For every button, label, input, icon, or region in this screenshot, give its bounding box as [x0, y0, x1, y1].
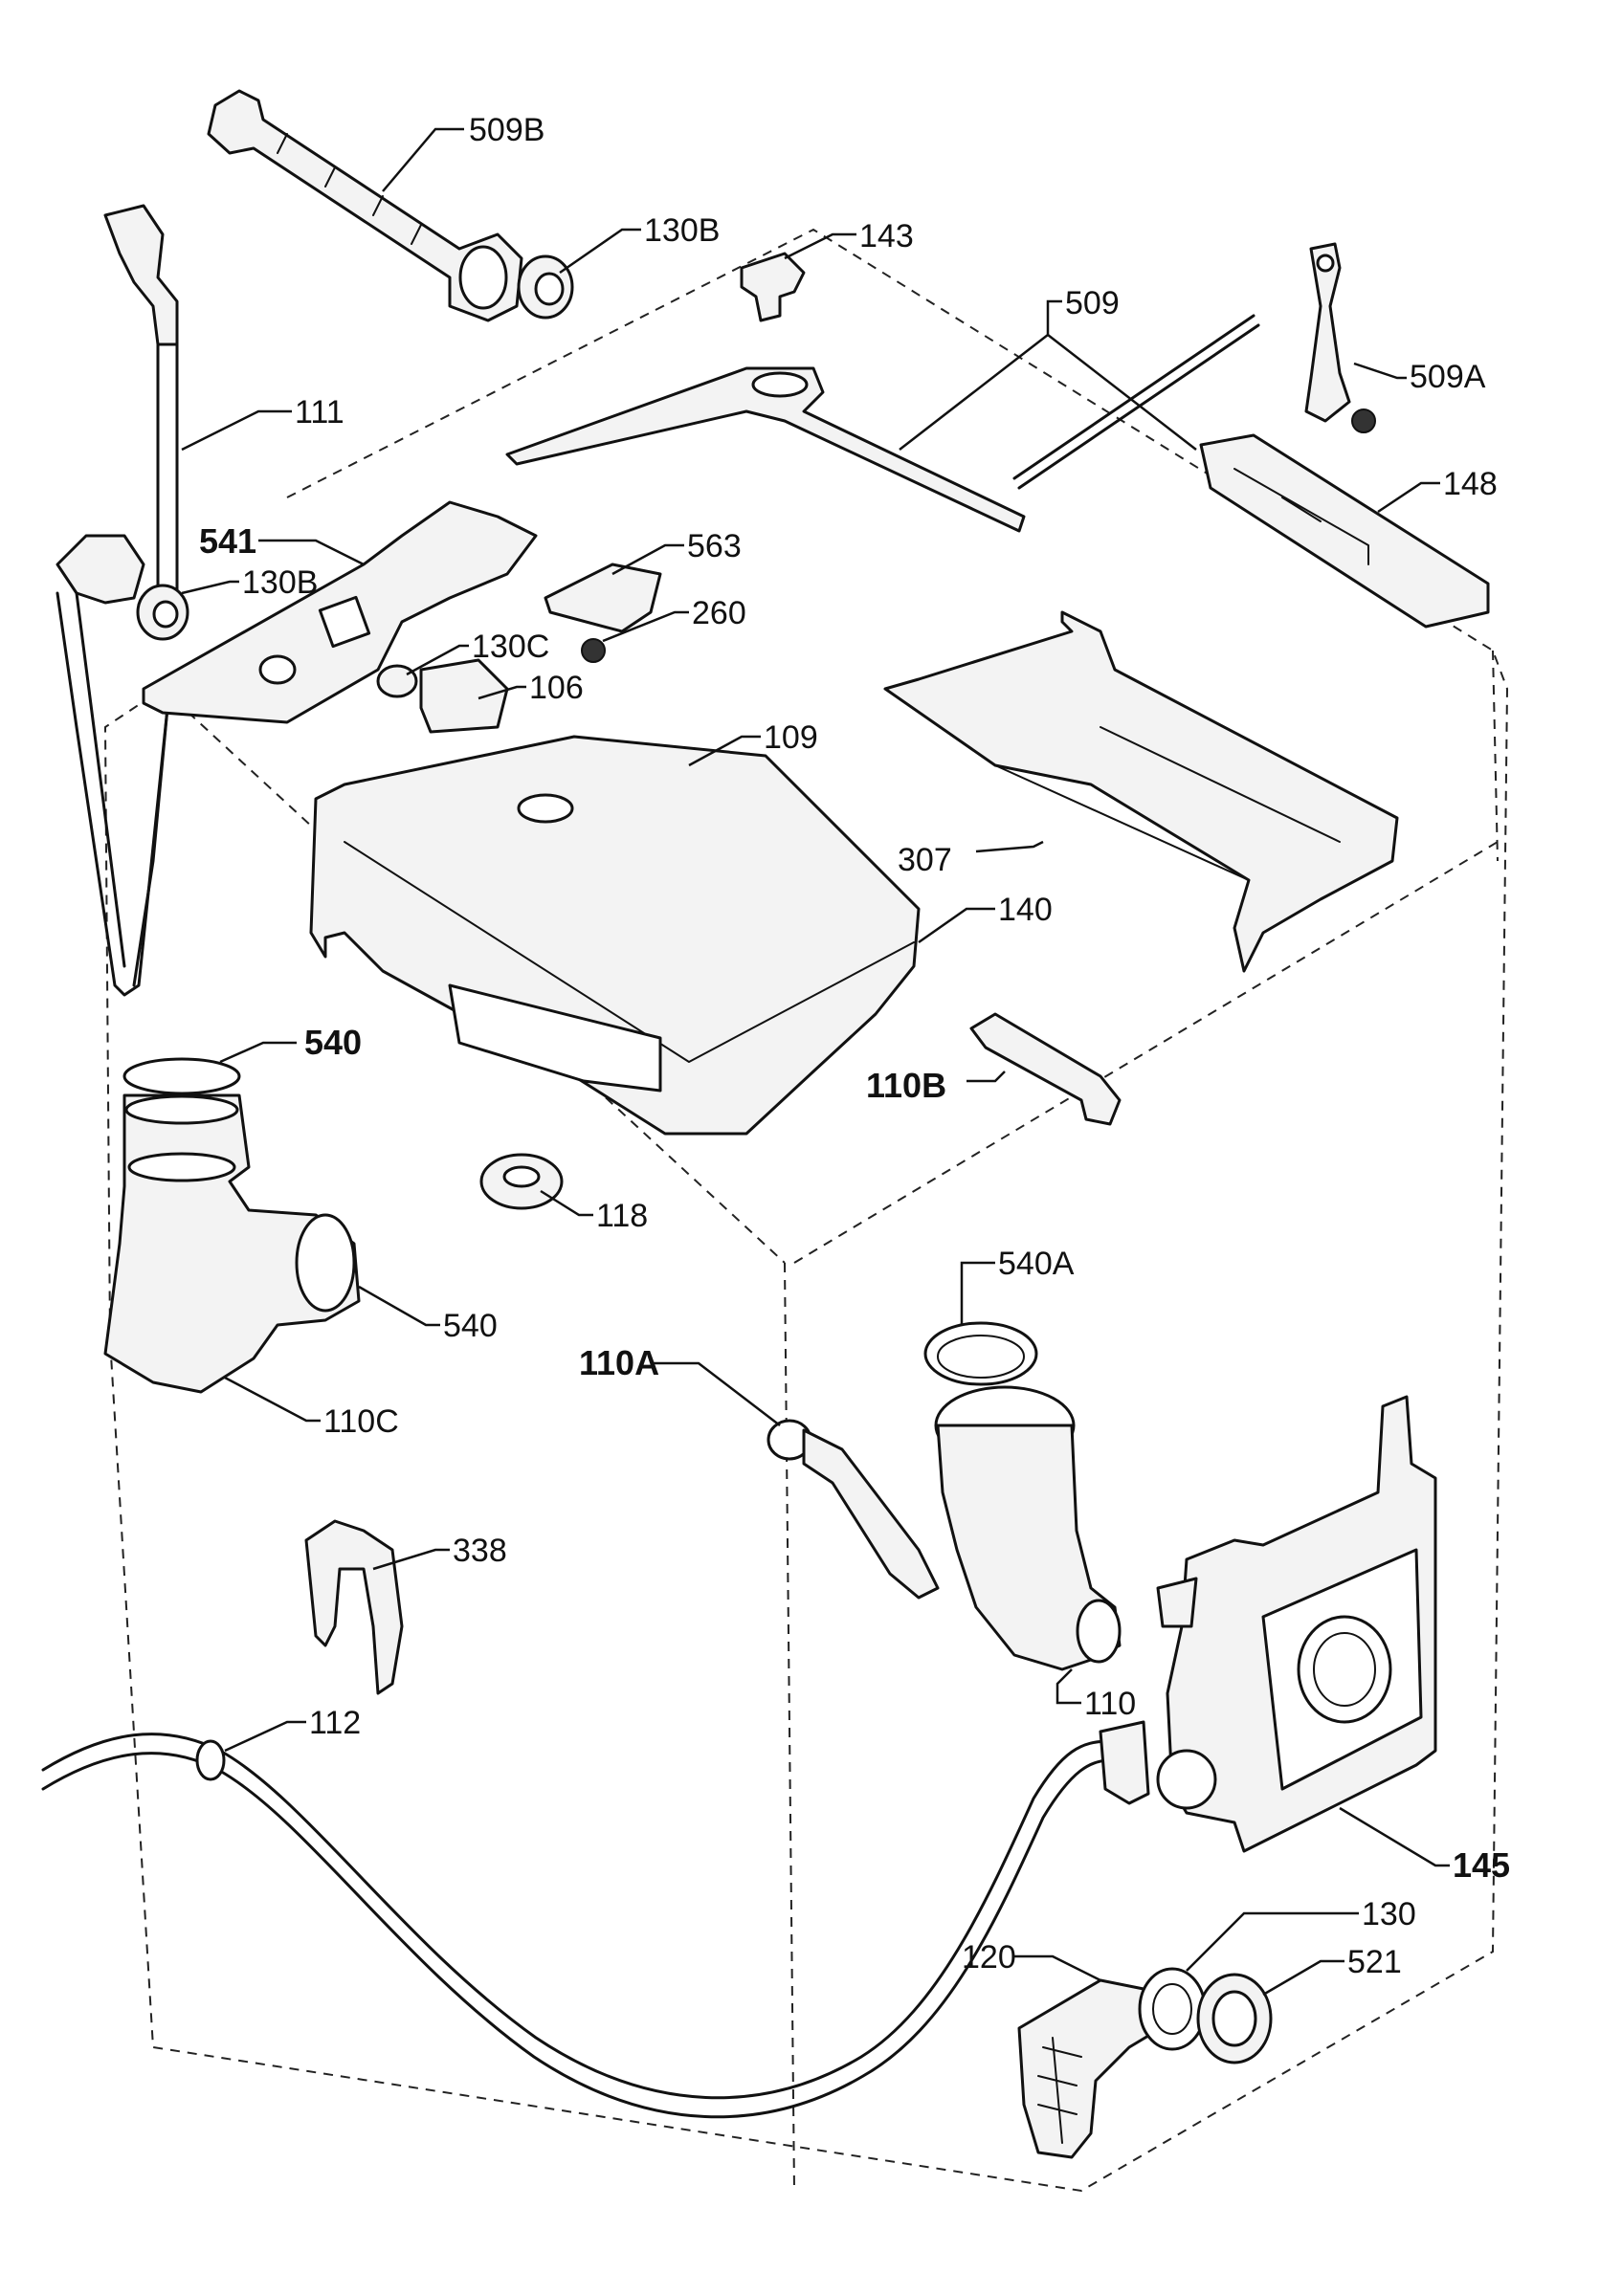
label-338: 338 — [453, 1533, 507, 1569]
part-130-seal — [1138, 1967, 1207, 2051]
label-120: 120 — [962, 1939, 1016, 1976]
part-521-cap — [1196, 1973, 1273, 2064]
part-338-clip — [304, 1519, 404, 1695]
part-110-elbow — [934, 1385, 1122, 1671]
part-260-spring — [581, 638, 606, 663]
label-509b: 509B — [469, 112, 544, 148]
label-110b: 110B — [866, 1066, 946, 1105]
label-118: 118 — [596, 1198, 648, 1234]
part-130c — [376, 664, 418, 698]
label-110c: 110C — [323, 1403, 399, 1440]
label-509a: 509A — [1410, 359, 1486, 395]
label-509: 509 — [1065, 285, 1120, 321]
part-563-cover — [544, 563, 662, 633]
part-110a-hose — [767, 1419, 940, 1600]
cabinet-outline — [103, 228, 1509, 2193]
left-hose-loop — [56, 534, 169, 997]
label-540-mid: 540 — [443, 1308, 498, 1344]
part-143-knob — [740, 252, 806, 322]
callout-labels: 509B 130B 143 509 111 509A 148 541 130B … — [199, 112, 1510, 1980]
part-112-drain-hose — [41, 1720, 1150, 2119]
label-145: 145 — [1453, 1845, 1510, 1885]
part-145-pump — [1156, 1395, 1437, 1853]
part-118-gear — [479, 1153, 564, 1210]
part-541-bracket — [142, 500, 538, 724]
label-148: 148 — [1443, 466, 1498, 502]
label-521: 521 — [1347, 1944, 1402, 1980]
label-260: 260 — [692, 595, 746, 631]
part-509b-inlet-pipe — [207, 89, 523, 322]
label-109: 109 — [764, 719, 818, 756]
label-110a: 110A — [579, 1343, 659, 1382]
label-130b-top: 130B — [644, 212, 720, 249]
label-130c: 130C — [472, 629, 549, 665]
leader-lines — [181, 127, 1450, 1997]
label-111: 111 — [295, 394, 344, 430]
label-541: 541 — [199, 521, 256, 561]
label-106: 106 — [529, 670, 584, 706]
label-307: 307 — [898, 842, 952, 878]
part-540a-ring — [923, 1321, 1038, 1386]
part-106-valve — [419, 658, 509, 734]
label-540a: 540A — [998, 1246, 1075, 1282]
part-110c-bellows — [103, 1057, 361, 1394]
part-111-inlet-hose — [103, 204, 179, 595]
part-307-drawer — [883, 610, 1399, 973]
label-110: 110 — [1084, 1686, 1136, 1722]
label-563: 563 — [687, 528, 742, 564]
label-130b-mid: 130B — [242, 564, 318, 601]
label-143: 143 — [859, 218, 914, 254]
part-130b-top-nut — [517, 254, 574, 320]
part-110b-hose — [969, 1012, 1122, 1126]
label-112: 112 — [309, 1705, 361, 1741]
label-540-top: 540 — [304, 1023, 362, 1062]
part-509a-lever — [1304, 242, 1376, 433]
label-130: 130 — [1362, 1896, 1416, 1932]
label-140: 140 — [998, 892, 1053, 928]
part-140-housing — [309, 735, 921, 1136]
part-148-tray — [1199, 433, 1490, 629]
part-509-lever — [505, 314, 1260, 533]
part-130b-mid-nut — [136, 584, 189, 641]
part-120-filter — [1017, 1978, 1179, 2159]
